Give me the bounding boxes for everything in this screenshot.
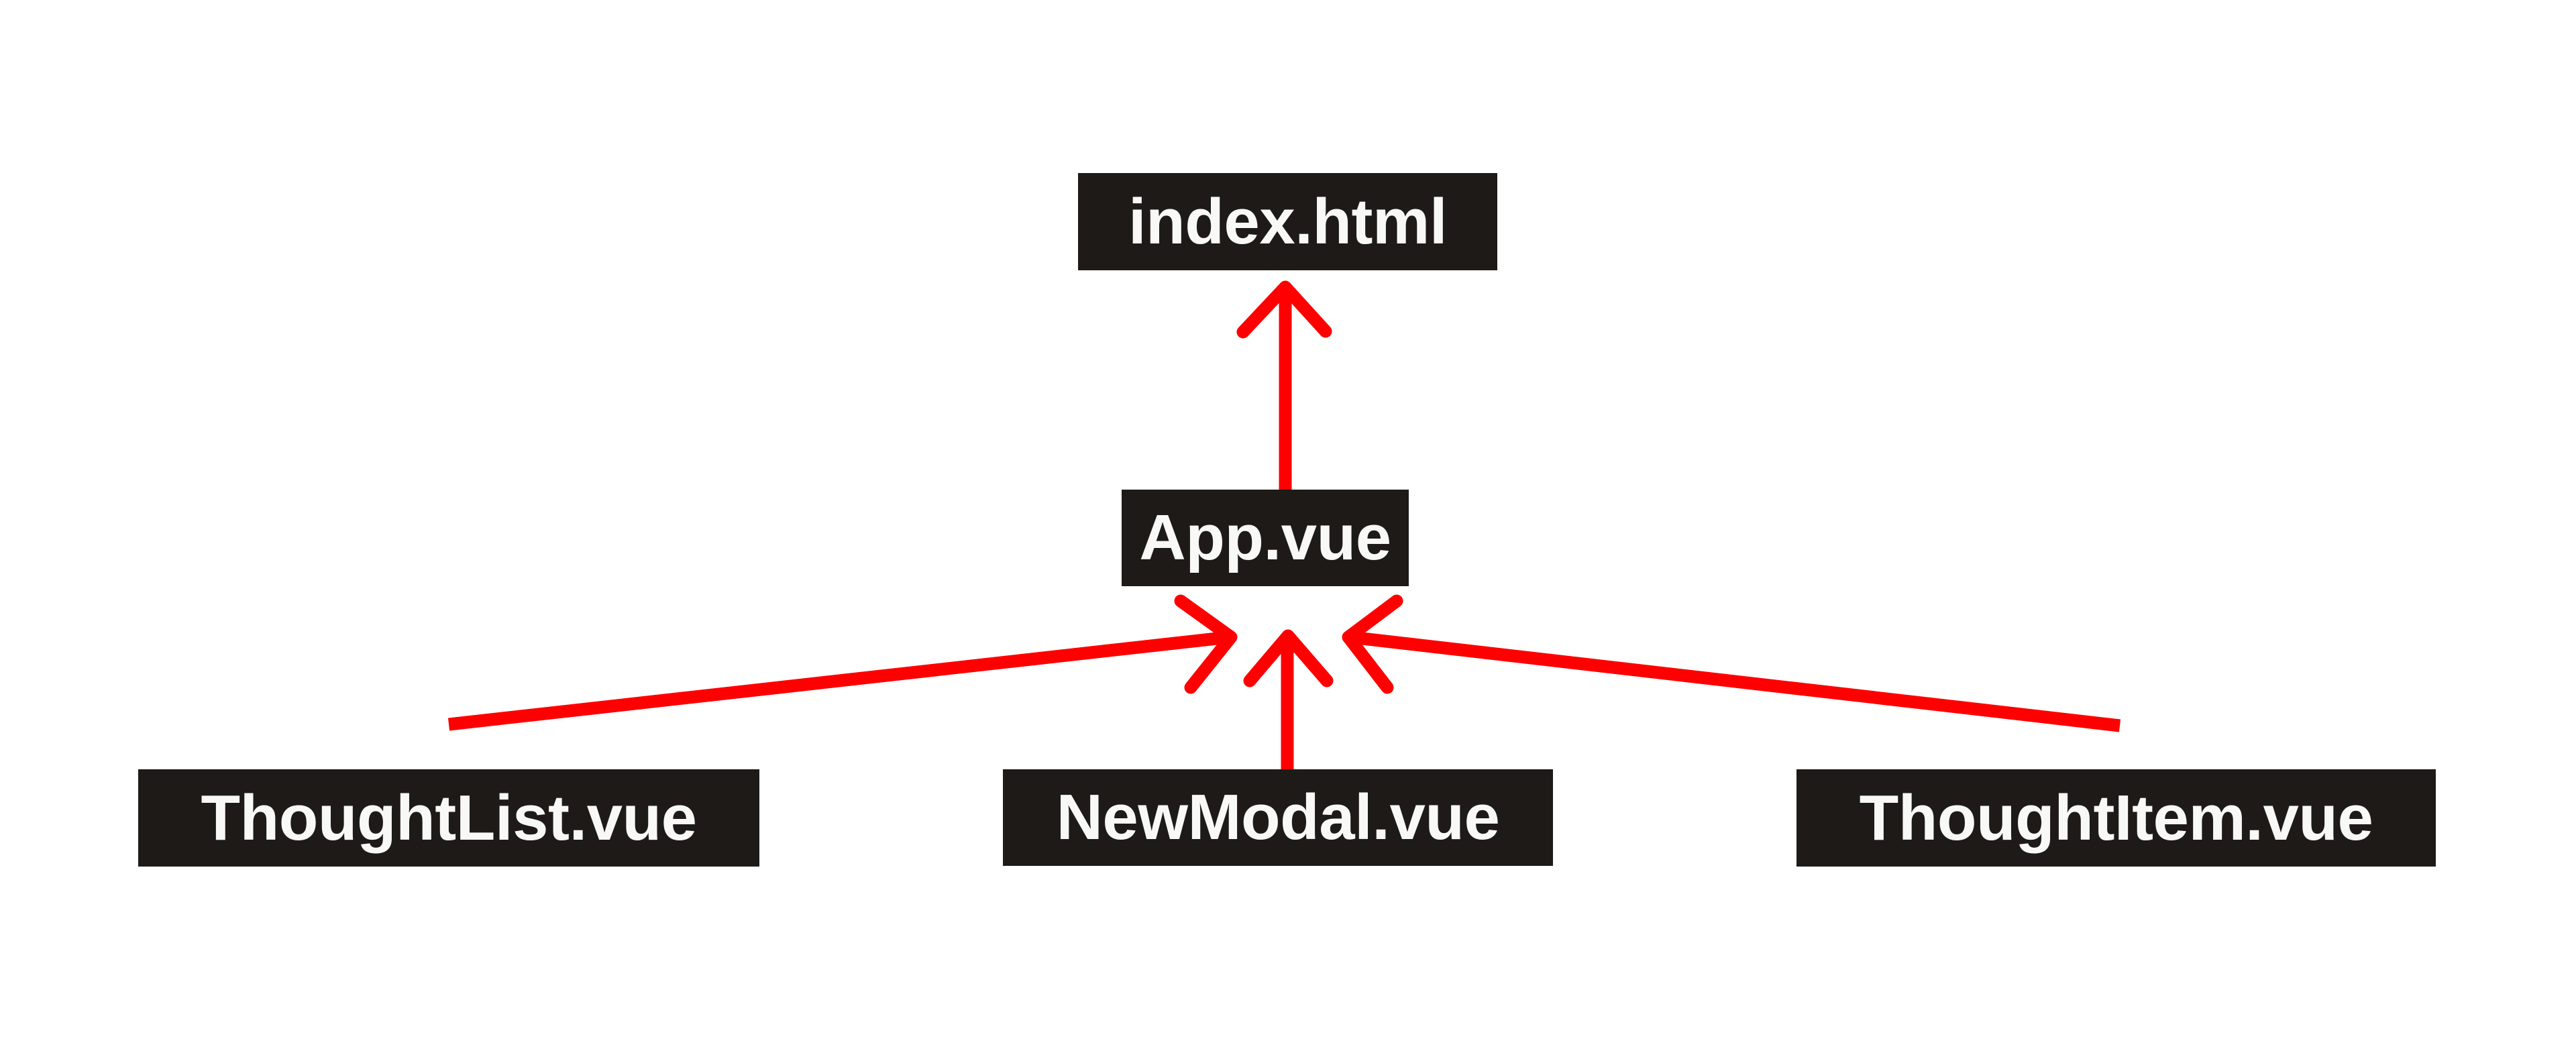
node-app-vue[interactable]: App.vue (1122, 490, 1409, 586)
edge-newmodal-to-app (1243, 629, 1334, 769)
node-thoughtlist-vue-label: ThoughtList.vue (201, 781, 697, 854)
node-index-html[interactable]: index.html (1078, 173, 1497, 270)
edge-thoughtitem-to-app-shaft (1349, 630, 2121, 732)
edge-app-to-index (1236, 280, 1332, 490)
edge-thoughtitem-to-app-arrowhead (1342, 594, 1403, 694)
node-thoughtitem-vue[interactable]: ThoughtItem.vue (1796, 769, 2436, 867)
node-index-html-label: index.html (1128, 185, 1448, 258)
node-newmodal-vue-label: NewModal.vue (1056, 781, 1500, 853)
node-newmodal-vue[interactable]: NewModal.vue (1003, 769, 1553, 866)
node-thoughtitem-vue-label: ThoughtItem.vue (1859, 781, 2373, 854)
edge-app-to-index-arrowhead (1236, 280, 1332, 339)
node-app-vue-label: App.vue (1139, 502, 1391, 573)
edge-thoughtlist-to-app-arrowhead (1174, 594, 1238, 694)
edge-thoughtitem-to-app (1342, 594, 2121, 732)
edge-thoughtlist-to-app-shaft (447, 630, 1230, 731)
edge-thoughtlist-to-app (447, 594, 1238, 731)
node-thoughtlist-vue[interactable]: ThoughtList.vue (138, 769, 759, 867)
edge-newmodal-to-app-arrowhead (1243, 629, 1334, 687)
